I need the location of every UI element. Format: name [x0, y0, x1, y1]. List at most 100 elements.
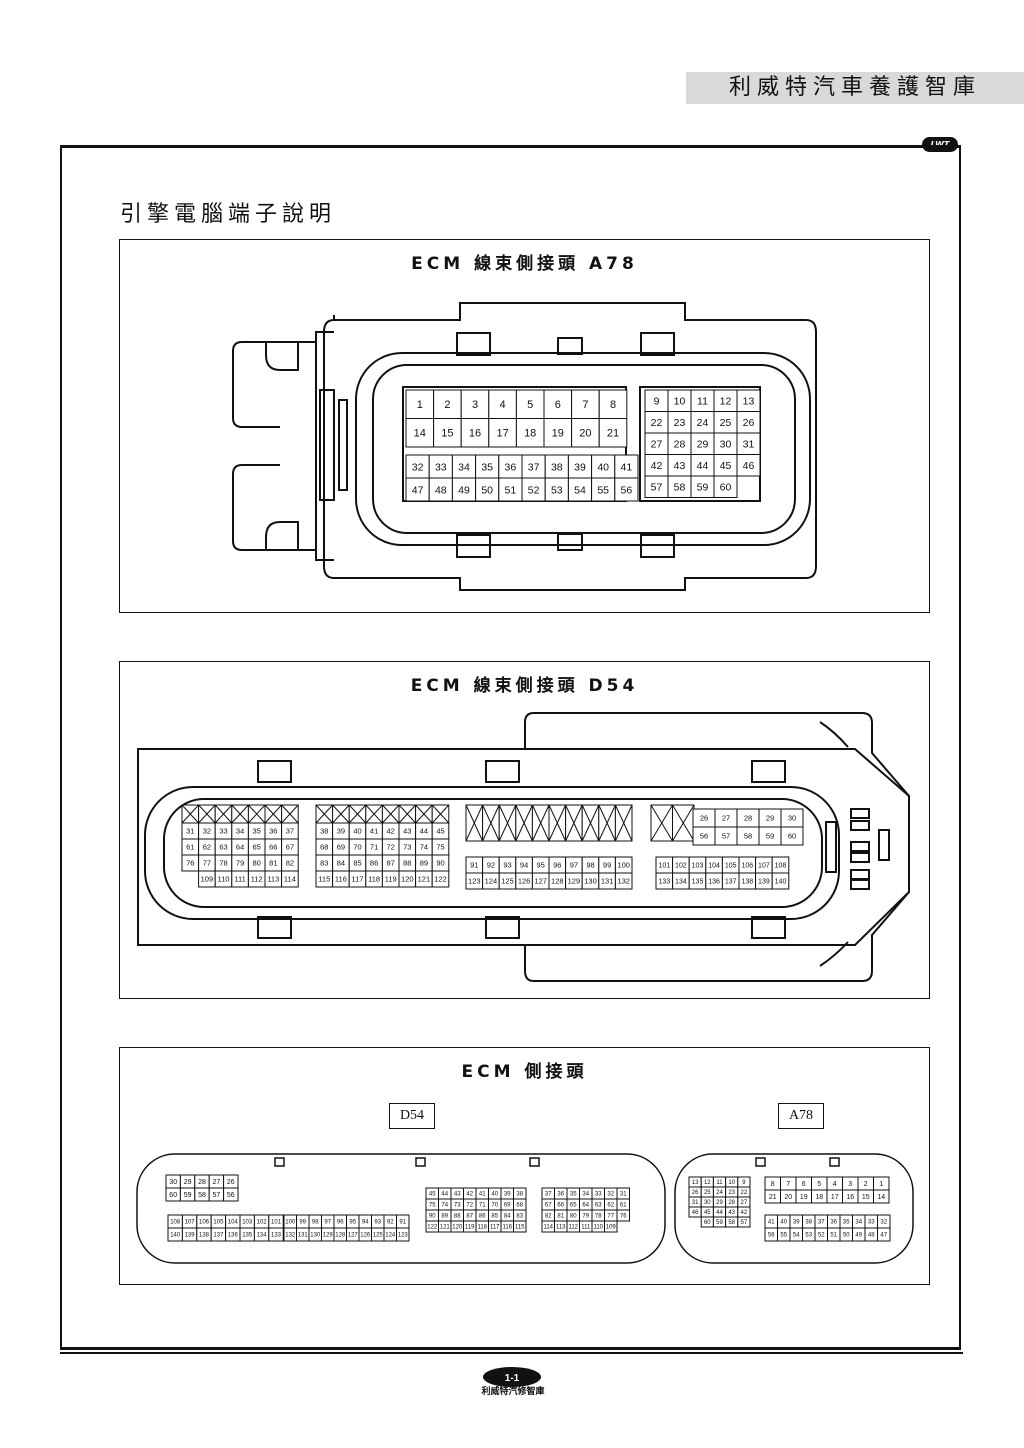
pin-number: 46	[743, 460, 755, 472]
pin-number: 81	[557, 1214, 564, 1220]
pin-number: 23	[728, 1190, 735, 1196]
pin-number: 6	[555, 399, 561, 411]
pin-number: 43	[403, 827, 411, 836]
pin-number: 81	[269, 859, 277, 868]
pin-number: 79	[236, 859, 244, 868]
pin-number: 31	[186, 827, 194, 836]
pin-number: 40	[491, 1192, 498, 1198]
blank-pin-cell	[398, 804, 417, 824]
pin-number: 33	[868, 1220, 875, 1226]
pin-number: 34	[236, 827, 244, 836]
blank-pin-cell	[672, 804, 695, 842]
pin-number: 138	[741, 879, 753, 886]
pin-number: 34	[855, 1220, 862, 1226]
pin-number: 54	[574, 484, 586, 496]
blank-pin-cell	[482, 804, 500, 842]
pin-number: 75	[436, 843, 444, 852]
pin-number: 109	[606, 1225, 617, 1231]
pin-number: 116	[502, 1225, 512, 1231]
pin-number: 38	[516, 1192, 523, 1198]
pin-number: 110	[218, 875, 230, 884]
pin-number: 18	[815, 1194, 823, 1201]
pin-number: 7	[582, 399, 588, 411]
pin-number: 65	[253, 843, 261, 852]
pin-number: 26	[700, 814, 708, 823]
pin-number: 36	[505, 461, 517, 473]
pin-number: 15	[862, 1194, 870, 1201]
pin-number: 41	[370, 827, 378, 836]
pin-number: 106	[199, 1220, 210, 1226]
pin-number: 95	[349, 1220, 356, 1226]
page-heading: 引擎電腦端子說明	[120, 202, 337, 227]
pin-number: 8	[610, 399, 616, 411]
pin-number: 16	[846, 1194, 854, 1201]
blank-pin-cell	[332, 804, 350, 824]
pin-number: 58	[198, 1192, 206, 1199]
pin-number: 44	[716, 1210, 723, 1216]
pin-number: 120	[401, 875, 414, 884]
pin-number: 30	[704, 1200, 711, 1206]
pin-number: 61	[186, 843, 194, 852]
blank-pin-cell	[264, 804, 283, 824]
pin-number: 69	[504, 1203, 511, 1209]
pin-number: 128	[335, 1233, 346, 1239]
pin-number: 140	[170, 1233, 181, 1239]
pin-number: 14	[877, 1194, 885, 1201]
pin-number: 57	[722, 832, 730, 841]
pin-number: 114	[543, 1225, 553, 1231]
pin-number: 78	[595, 1214, 602, 1220]
pin-number: 56	[768, 1233, 775, 1239]
pin-number: 97	[324, 1220, 331, 1226]
pin-cell	[433, 418, 462, 448]
pin-number: 126	[360, 1233, 371, 1239]
blank-pin-cell	[515, 804, 533, 842]
pin-number: 12	[720, 396, 732, 408]
page-number: 1-1	[505, 1373, 520, 1384]
pin-number: 107	[185, 1220, 196, 1226]
pin-number: 137	[213, 1233, 224, 1239]
pin-number: 11	[697, 396, 708, 408]
pin-number: 140	[775, 879, 787, 886]
pin-number: 10	[728, 1180, 735, 1186]
footer-brand: 利威特汽修智庫	[481, 1387, 545, 1397]
pin-number: 41	[768, 1220, 775, 1226]
pin-number: 120	[452, 1225, 463, 1231]
pin-number: 45	[704, 1210, 711, 1216]
pin-number: 70	[353, 843, 361, 852]
pin-number: 91	[399, 1220, 406, 1226]
pin-number: 133	[271, 1233, 282, 1239]
page-frame	[60, 145, 961, 1350]
pin-number: 76	[186, 859, 194, 868]
pin-number: 135	[242, 1233, 253, 1239]
blank-pin-cell	[247, 804, 266, 824]
pin-number: 19	[552, 428, 564, 440]
pin-number: 47	[880, 1233, 887, 1239]
pin-number: 28	[728, 1200, 735, 1206]
pin-cell	[616, 1209, 630, 1222]
pin-number: 63	[219, 843, 227, 852]
pin-number: 113	[556, 1225, 566, 1231]
pin-number: 110	[593, 1225, 603, 1231]
pin-number: 52	[818, 1233, 825, 1239]
pin-number: 94	[362, 1220, 369, 1226]
pin-number: 45	[436, 827, 444, 836]
panel-d54-title: ECM 線束側接頭 D54	[410, 676, 639, 696]
pin-number: 21	[607, 428, 619, 440]
pin-number: 100	[285, 1220, 296, 1226]
pin-number: 22	[741, 1190, 748, 1196]
pin-number: 35	[481, 461, 493, 473]
pin-cell	[780, 826, 804, 846]
pin-number: 8	[771, 1181, 775, 1188]
pin-number: 91	[470, 861, 478, 870]
pin-number: 57	[741, 1220, 748, 1226]
pin-number: 42	[651, 460, 663, 472]
pin-number: 102	[675, 863, 687, 870]
blank-pin-cell	[614, 804, 633, 842]
pin-number: 83	[320, 859, 328, 868]
blank-pin-cell	[381, 804, 400, 824]
pin-number: 24	[697, 417, 709, 429]
pin-number: 75	[429, 1203, 436, 1209]
pin-number: 65	[570, 1203, 577, 1209]
pin-number: 27	[722, 814, 730, 823]
